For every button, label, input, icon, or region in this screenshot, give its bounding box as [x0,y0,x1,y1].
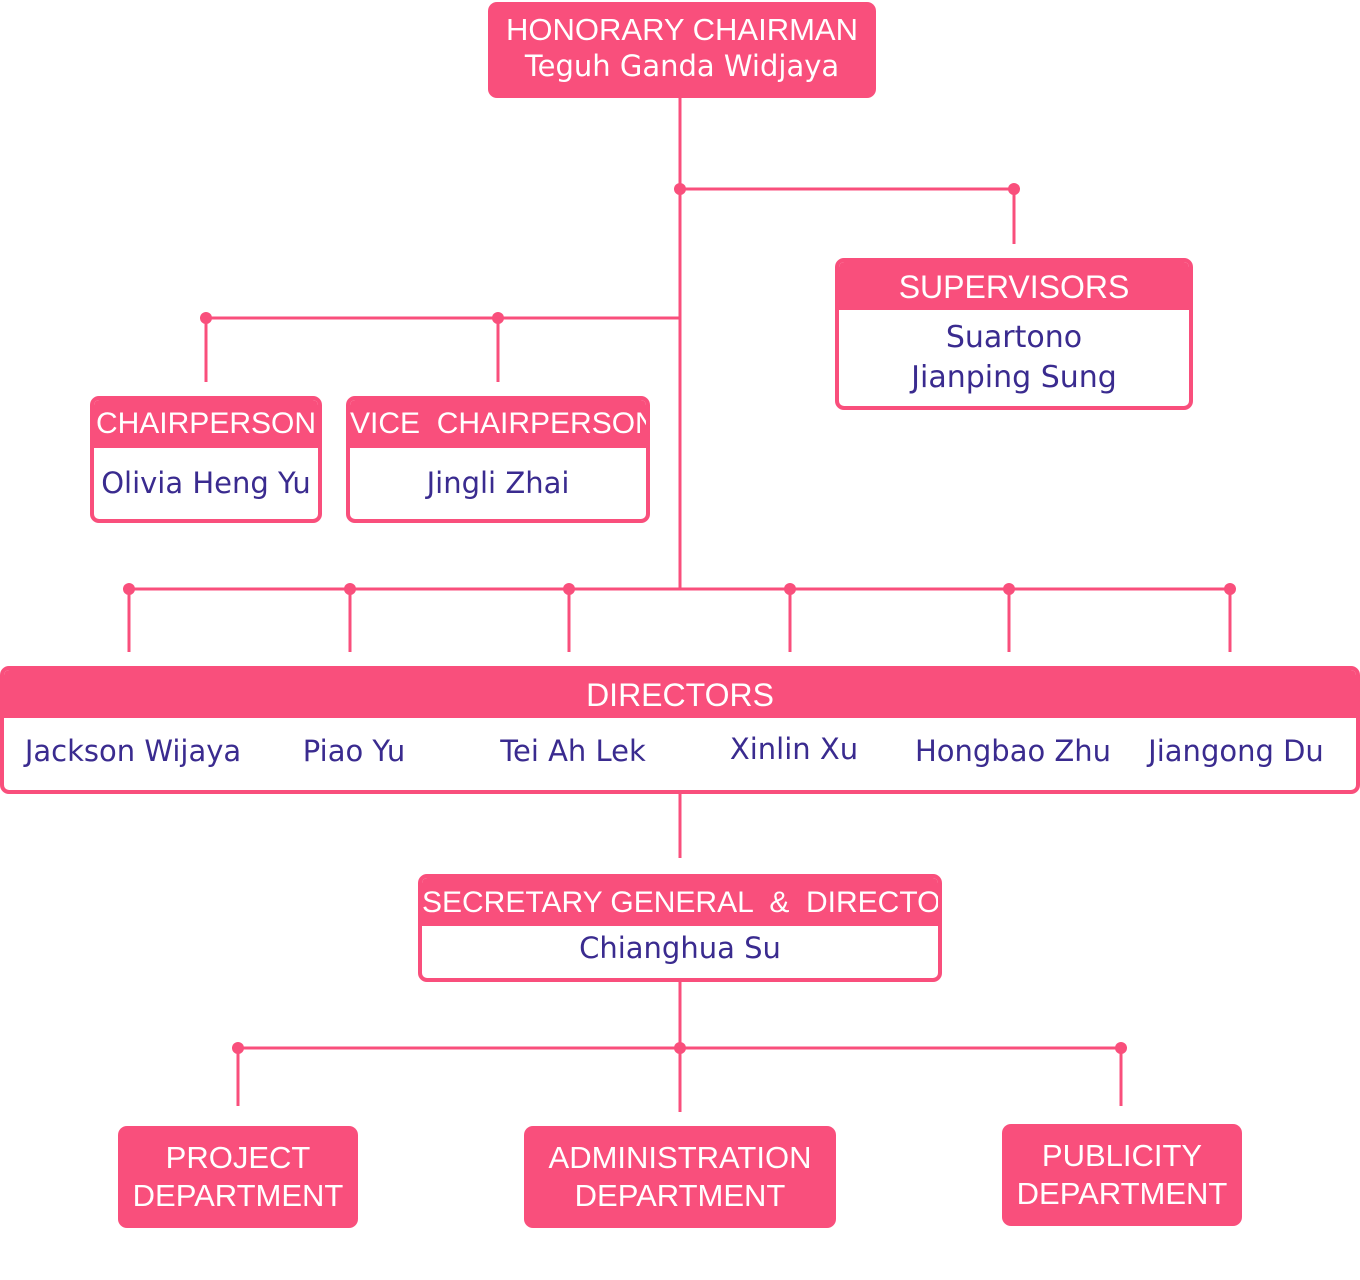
junction-dot [492,312,504,324]
publicity-department-box: PUBLICITY DEPARTMENT [1002,1124,1242,1226]
junction-dot [1003,583,1015,595]
honorary-chairman-box: HONORARY CHAIRMAN Teguh Ganda Widjaya [488,2,876,98]
vice-chairperson-title: VICE CHAIRPERSON [350,400,646,448]
junction-dot [563,583,575,595]
supervisors-title: SUPERVISORS [839,262,1189,310]
junction-dot [200,312,212,324]
directors-box: DIRECTORS Jackson Wijaya Piao Yu Tei Ah … [0,666,1360,794]
junction-dot [232,1042,244,1054]
administration-department-box: ADMINISTRATION DEPARTMENT [524,1126,836,1228]
department-line: DEPARTMENT [574,1178,786,1213]
vice-chairperson-name: Jingli Zhai [426,466,570,500]
directors-names-row: Jackson Wijaya Piao Yu Tei Ah Lek Xinlin… [4,718,1356,790]
junction-dot [123,583,135,595]
directors-title: DIRECTORS [4,670,1356,718]
director-name: Hongbao Zhu [914,734,1112,768]
junction-dot [344,583,356,595]
chairperson-title: CHAIRPERSON [94,400,318,448]
director-name: Jackson Wijaya [24,734,242,768]
junction-dot [674,1042,686,1054]
project-department-box: PROJECT DEPARTMENT [118,1126,358,1228]
department-line: ADMINISTRATION [548,1140,812,1175]
junction-dot [674,183,686,195]
department-line: DEPARTMENT [132,1178,344,1213]
director-name: Xinlin Xu [729,732,859,766]
supervisor-name: Jianping Sung [911,360,1117,395]
honorary-chairman-name: Teguh Ganda Widjaya [524,49,840,83]
department-line: PUBLICITY [1041,1138,1203,1173]
junction-dot [784,583,796,595]
chairperson-name: Olivia Heng Yu [101,466,311,500]
director-name: Tei Ah Lek [500,734,646,768]
director-name: Piao Yu [302,734,406,768]
supervisors-box: SUPERVISORS Suartono Jianping Sung [835,258,1193,410]
supervisor-name: Suartono [945,320,1083,355]
chairperson-box: CHAIRPERSON Olivia Heng Yu [90,396,322,523]
junction-dot [1115,1042,1127,1054]
honorary-chairman-title: HONORARY CHAIRMAN [506,12,858,47]
secretary-general-box: SECRETARY GENERAL & DIRECTOR Chianghua S… [418,874,942,982]
junction-dot [1008,183,1020,195]
department-line: DEPARTMENT [1016,1176,1228,1211]
junction-dot [1224,583,1236,595]
department-line: PROJECT [165,1140,311,1175]
secretary-general-name: Chianghua Su [579,931,781,965]
director-name: Jiangong Du [1148,734,1324,768]
vice-chairperson-box: VICE CHAIRPERSON Jingli Zhai [346,396,650,523]
secretary-general-title: SECRETARY GENERAL & DIRECTOR [422,878,938,926]
